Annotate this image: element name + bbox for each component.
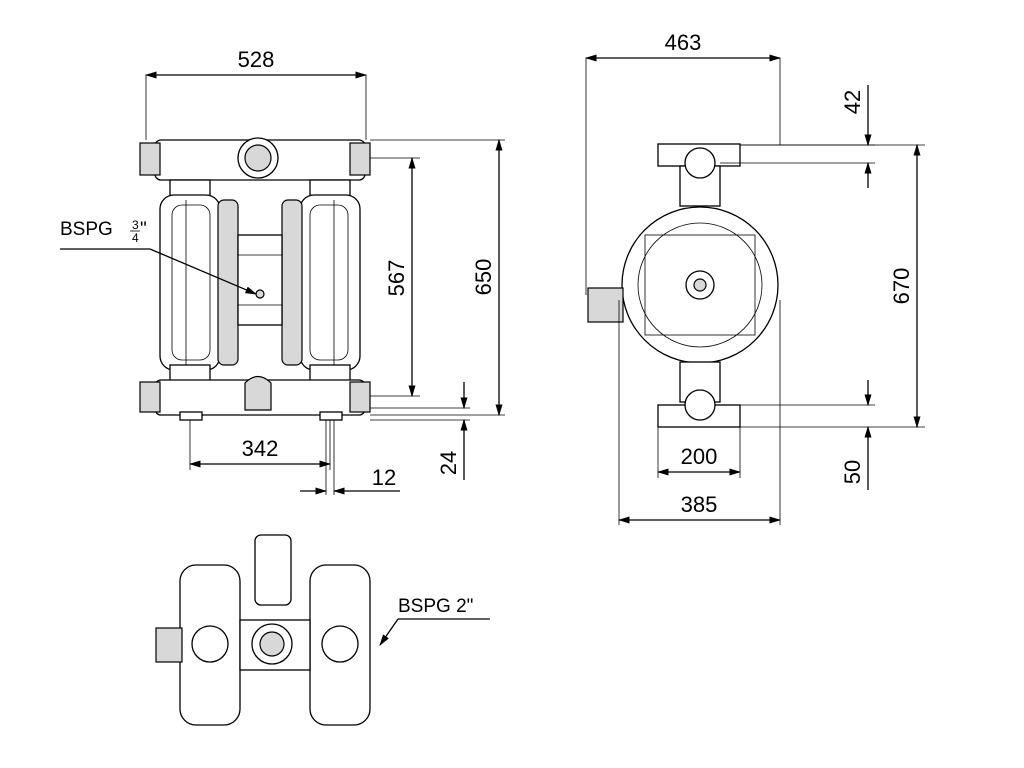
dim-24: 24 <box>370 382 470 480</box>
dim-12: 12 <box>300 420 400 495</box>
air-port-inch: " <box>140 219 147 240</box>
side-view: 463 42 670 50 200 <box>584 30 925 525</box>
dim-528-label: 528 <box>238 47 275 72</box>
dim-528: 528 <box>144 47 368 140</box>
air-port-fraction-num: 3 <box>132 218 139 232</box>
dim-342: 342 <box>188 420 332 470</box>
dim-650: 650 <box>370 138 505 417</box>
front-center-body <box>237 234 283 326</box>
front-bottom-manifold <box>139 364 371 421</box>
dim-385-label: 385 <box>681 492 718 517</box>
air-port-callout: BSPG 3 4 " <box>60 218 258 295</box>
dim-463: 463 <box>584 30 782 295</box>
side-body <box>587 143 779 428</box>
front-top-manifold <box>139 137 371 201</box>
top-view: BSPG 2" <box>155 534 490 726</box>
air-port-fraction-den: 4 <box>132 231 139 245</box>
dim-342-label: 342 <box>242 436 279 461</box>
dim-463-label: 463 <box>665 30 702 55</box>
top-port-callout: BSPG 2" <box>379 596 490 646</box>
dim-42-label: 42 <box>840 90 865 114</box>
front-view: 528 567 650 342 12 <box>60 47 505 495</box>
dim-567: 567 <box>370 156 420 398</box>
top-port-label: BSPG 2" <box>398 596 473 617</box>
dim-385: 385 <box>617 300 782 525</box>
front-right-chamber <box>281 194 361 371</box>
dim-50: 50 <box>720 380 875 490</box>
dim-50-label: 50 <box>840 460 865 484</box>
dim-24-label: 24 <box>436 451 461 475</box>
dim-670-label: 670 <box>889 268 914 305</box>
dim-650-label: 650 <box>471 259 496 296</box>
dim-200: 200 <box>656 427 742 478</box>
dim-200-label: 200 <box>681 444 718 469</box>
dim-670: 670 <box>740 143 925 429</box>
front-left-chamber <box>159 194 239 371</box>
dim-567-label: 567 <box>384 260 409 297</box>
air-port-label: BSPG <box>60 219 113 240</box>
dim-42: 42 <box>720 85 875 188</box>
dim-12-label: 12 <box>372 465 396 490</box>
